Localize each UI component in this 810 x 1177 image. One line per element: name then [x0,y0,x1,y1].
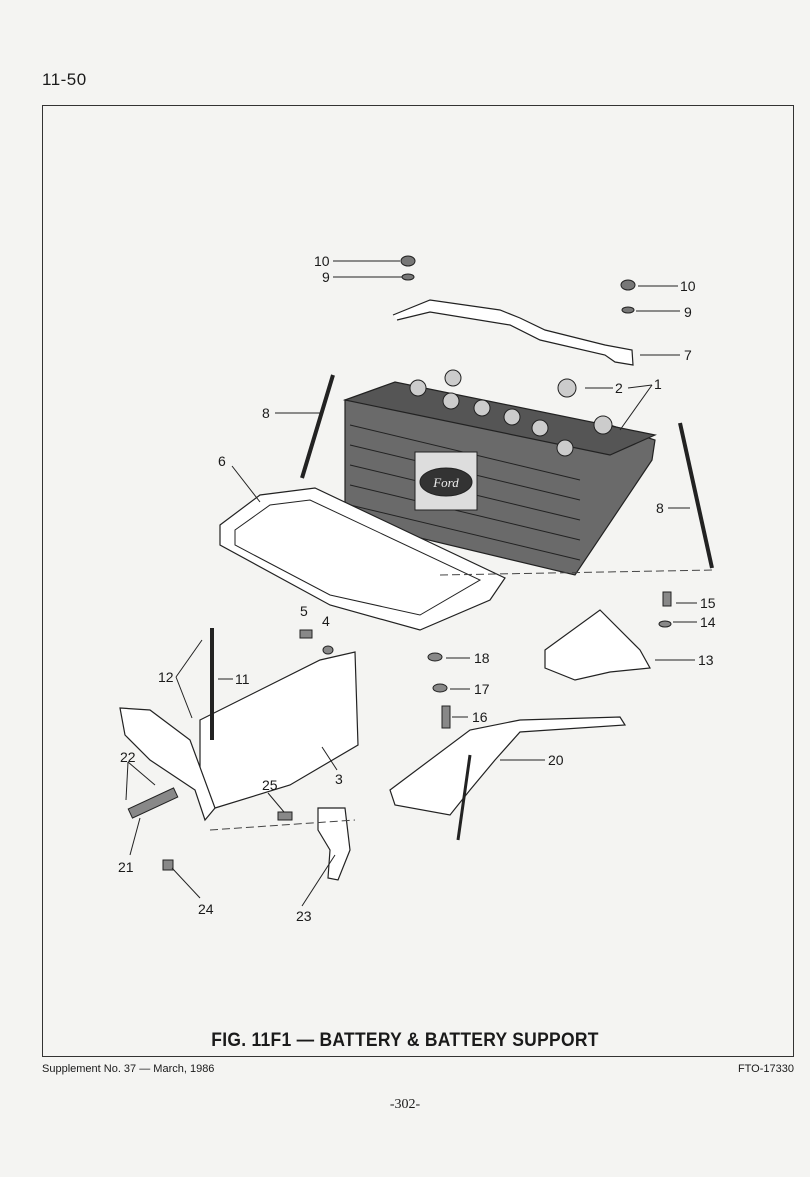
leader-lines [125,260,697,907]
callout-5: 5 [300,603,308,619]
callout-3: 3 [335,771,343,787]
cable-bracket [544,609,651,681]
callout-15: 15 [700,595,716,611]
callout-2: 2 [615,380,623,396]
callout-16: 16 [472,709,488,725]
callout-8a: 8 [262,405,270,421]
battery-illustration: Ford [342,369,657,576]
callout-1: 1 [654,376,662,392]
callout-12: 12 [158,669,174,685]
callout-10b: 10 [680,278,696,294]
side-plate [119,707,216,822]
callout-20: 20 [548,752,564,768]
supplement-note: Supplement No. 37 — March, 1986 [42,1063,215,1075]
callout-4: 4 [322,613,330,629]
callout-13: 13 [698,652,714,668]
battery-tray [219,487,506,631]
hold-down-bracket [392,299,634,366]
callout-6: 6 [218,453,226,469]
document-id: FTO-17330 [737,1063,794,1075]
nuts-washers [400,255,636,314]
callout-17: 17 [474,681,490,697]
figure-frame [42,105,794,1057]
callout-8b: 8 [656,500,664,516]
callout-23: 23 [296,908,312,924]
callout-22: 22 [120,749,136,765]
callout-9b: 9 [684,304,692,320]
page-section-number: 11-50 [42,70,87,89]
callout-18: 18 [474,650,490,666]
page-number: -302- [389,1097,421,1112]
callout-7: 7 [684,347,692,363]
callout-11: 11 [235,671,250,687]
callout-9a: 9 [322,269,330,285]
callout-21: 21 [118,859,134,875]
callout-labels: 10 9 10 9 7 1 2 8 6 8 15 14 13 5 4 18 17… [118,253,716,924]
callout-14: 14 [700,614,716,630]
callout-24: 24 [198,901,214,917]
figure-caption: FIG. 11F1 — BATTERY & BATTERY SUPPORT [211,1030,599,1051]
clip-bracket [317,807,351,881]
callout-25: 25 [262,777,278,793]
fasteners [127,591,672,871]
mounting-bracket [389,716,627,816]
hold-down-rods [300,374,714,569]
brand-logo-text: Ford [432,475,459,490]
callout-10a: 10 [314,253,330,269]
